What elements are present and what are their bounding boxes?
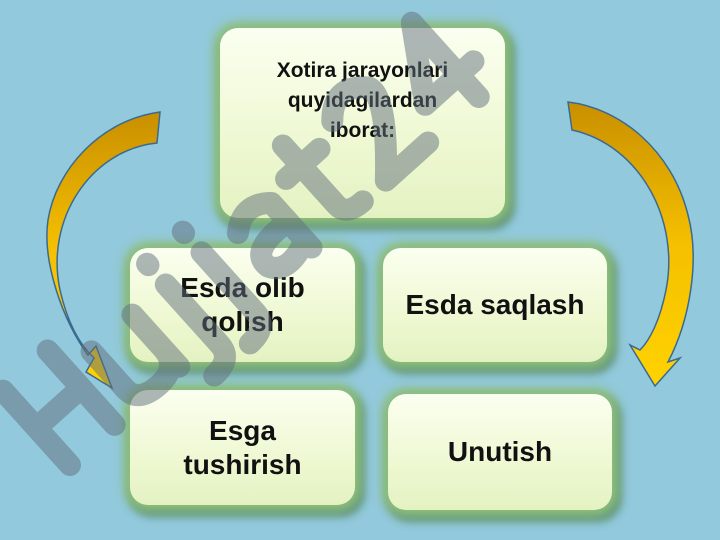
item-label: Esda saqlash [405,289,585,320]
title-text: Xotira jarayonlari quyidagilardan iborat… [276,59,449,142]
right-curved-arrow-icon [567,101,694,388]
item-box-storage: Esda saqlash [383,248,607,362]
item-label: Unutish [447,436,553,467]
item-box-recall: Esga tushirish [130,390,355,505]
item-label: Esga tushirish [183,414,302,480]
item-box-retention: Esda olib qolish [130,248,355,362]
title-box: Xotira jarayonlari quyidagilardan iborat… [220,28,505,218]
item-label: Esda olib qolish [180,272,305,337]
item-box-forgetting: Unutish [388,394,612,510]
